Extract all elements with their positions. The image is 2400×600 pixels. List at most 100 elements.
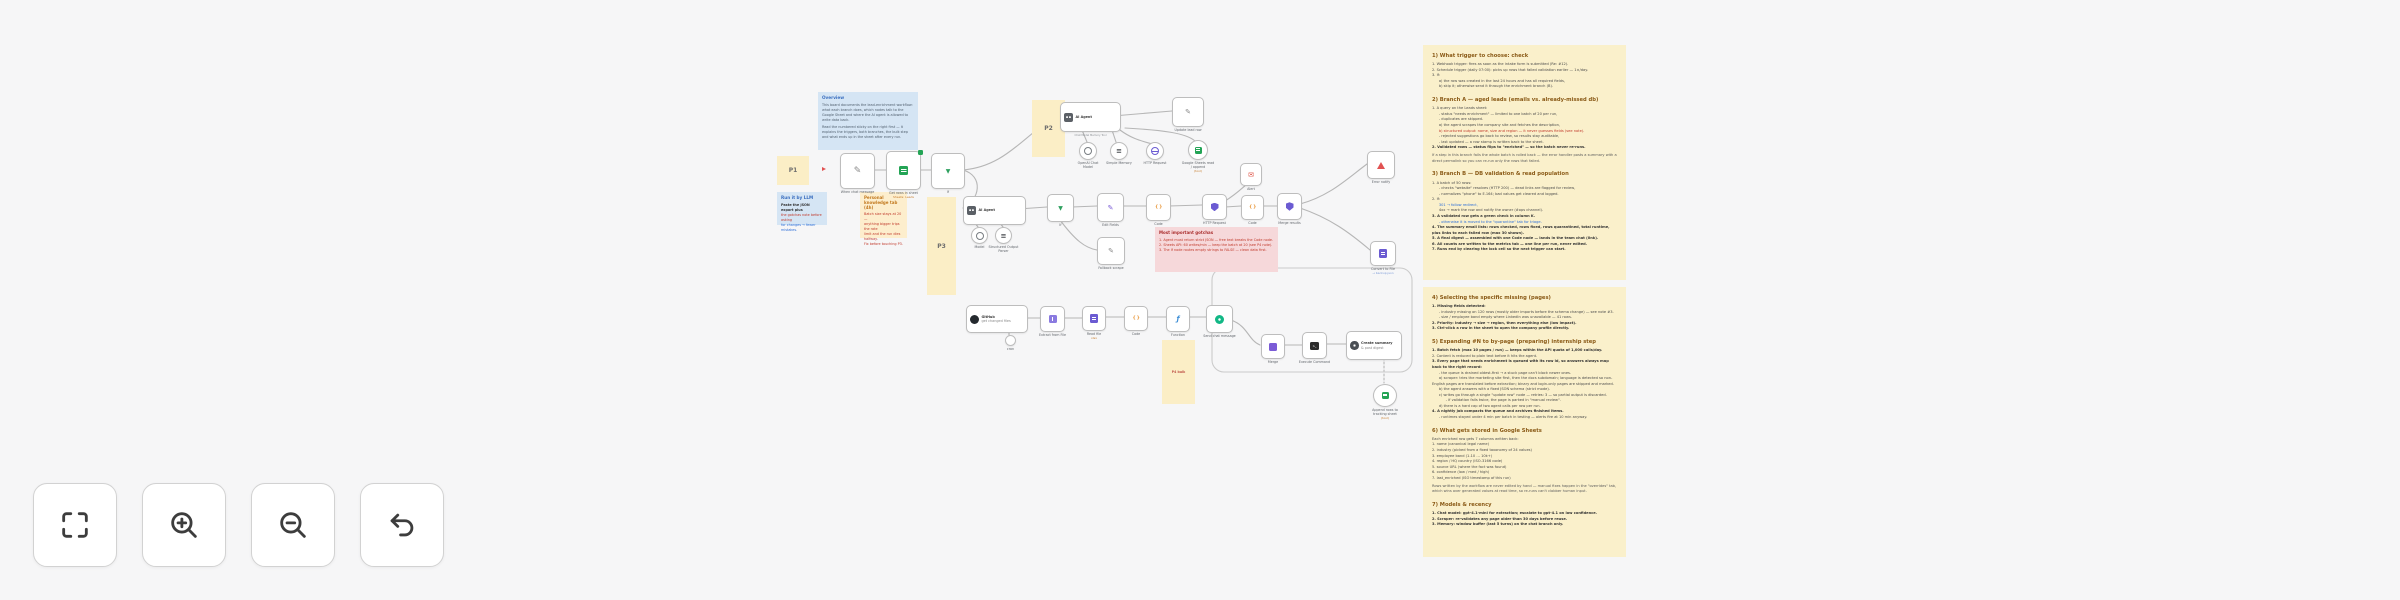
node-edit-fields[interactable]: ✎ Edit Fields xyxy=(1097,193,1124,227)
node-fallback[interactable]: ✎ Fallback scrape xyxy=(1097,237,1125,270)
note-line: 2. Sheets API: 60 writes/min — keep the … xyxy=(1159,242,1273,247)
doc-note-bottom[interactable]: 4) Selecting the specific missing (pages… xyxy=(1423,287,1626,557)
canvas-toolbar xyxy=(33,483,444,567)
node-post-digest[interactable]: Create summary& post digest xyxy=(1346,331,1402,360)
note-line: - normalizes "phone" to E.164; bad value… xyxy=(1432,191,1559,196)
node-if-2[interactable]: ▼ If xyxy=(1047,194,1074,227)
node-agent-p2[interactable]: AI Agent Chat Model Memory Tool xyxy=(1060,102,1121,137)
doc-note-top[interactable]: 1) What trigger to choose: check 1. Webh… xyxy=(1423,45,1626,280)
node-send-chat[interactable]: Send chat message xyxy=(1203,305,1236,338)
node-if-1[interactable]: ▼ If xyxy=(931,153,965,194)
sticky-p3-label: P3 xyxy=(937,242,946,250)
node-model[interactable]: Model xyxy=(971,227,988,249)
doc-section-lines: 1. Batch fetch (max 10 pages / run) — ke… xyxy=(1432,348,1617,420)
fit-view-button[interactable] xyxy=(33,483,117,567)
sticky-p1[interactable]: P1 xyxy=(777,156,809,185)
doc-section-lines: 1. Chat model: gpt-4.1-mini for extracti… xyxy=(1432,511,1617,528)
note-line: 3. A validated row gets a green check in… xyxy=(1432,214,1536,219)
doc-section-heading: 3) Branch B — DB validation & read popul… xyxy=(1432,171,1569,178)
note-line: - industry missing on 120 rows (mostly o… xyxy=(1432,309,1614,314)
node-merge[interactable]: Merge xyxy=(1261,334,1285,364)
node-label: Function xyxy=(1170,333,1186,337)
note-line: 2. Validated rows — status flips to "enr… xyxy=(1432,145,1586,150)
overview-note[interactable]: Overview This board documents the lead-e… xyxy=(818,92,918,150)
node-sublabel: (tool) xyxy=(1380,415,1390,420)
note-line: 301 → follow redirect, xyxy=(1432,202,1478,207)
node-label: Simple Memory xyxy=(1106,161,1132,165)
node-function[interactable]: ƒ Function xyxy=(1166,306,1190,337)
note-line: 3. Ctrl-click a row in the sheet to open… xyxy=(1432,326,1570,331)
node-agent-p3[interactable]: AI Agent xyxy=(963,196,1026,225)
node-chat-trigger[interactable]: ✎ When chat message xyxy=(840,153,875,194)
note-line: 1. Agent must return strict JSON — free … xyxy=(1159,237,1274,242)
start-marker-icon xyxy=(822,167,826,171)
node-label: Merge xyxy=(1267,360,1279,364)
node-label: HTTP Request xyxy=(1143,161,1167,165)
note-line: 2. Content is reduced to plain text befo… xyxy=(1432,353,1538,358)
node-label: Fallback scrape xyxy=(1098,266,1124,270)
node-chat-model[interactable]: OpenAI Chat Model xyxy=(1078,142,1098,169)
file-icon xyxy=(1090,314,1098,323)
openai-icon xyxy=(975,231,984,240)
zoom-out-icon xyxy=(280,512,306,538)
knowledge-note[interactable]: Personal knowledge tab (4h) Batch size s… xyxy=(860,192,907,246)
node-sheets-tool[interactable]: Google Sheets read / append(tool) xyxy=(1182,140,1214,173)
node-label: Google Sheets read / append xyxy=(1181,161,1215,169)
note-line: a) scraper: tries the marketing site fir… xyxy=(1432,376,1614,386)
node-extract[interactable]: Extract from File xyxy=(1039,306,1066,337)
http-icon xyxy=(1285,202,1294,211)
sheets-icon xyxy=(899,166,908,175)
node-http-2[interactable]: Merge results xyxy=(1277,193,1302,225)
note-line: 7. last_enriched (ISO timestamp of this … xyxy=(1432,475,1511,480)
messenger-icon xyxy=(1350,341,1359,350)
agent-ports-label: Chat Model Memory Tool xyxy=(1074,133,1107,137)
doc-section-lines: 1. Webhook trigger: fires as soon as the… xyxy=(1432,62,1617,90)
node-output-parser[interactable]: ≡ Structured Output Parser xyxy=(989,227,1018,253)
note-line: - status "needs enrichment" — limited to… xyxy=(1432,111,1558,116)
llm-note[interactable]: Run it by LLM Paste the JSON export plus… xyxy=(777,192,827,232)
node-http-tool[interactable]: HTTP Request xyxy=(1144,142,1166,165)
node-sublabel: xlsx xyxy=(1091,335,1097,340)
sticky-p4-label: P4 bulk xyxy=(1171,370,1186,374)
node-cron[interactable]: cron xyxy=(1005,335,1016,351)
code-icon: { } xyxy=(1132,316,1140,321)
node-update-row[interactable]: ✎ Update lead row xyxy=(1172,97,1204,132)
node-alert[interactable]: ✉ Alert xyxy=(1240,163,1262,191)
node-code-2[interactable]: { } Code xyxy=(1241,195,1264,225)
note-line: 4. region / HQ country (ISO-3166 code) xyxy=(1432,459,1503,464)
node-code-1[interactable]: { } Code xyxy=(1146,194,1171,226)
node-title: AI Agent xyxy=(978,208,995,213)
sticky-p2-label: P2 xyxy=(1044,125,1053,132)
node-label: Code xyxy=(1154,222,1163,226)
node-http-1[interactable]: HTTP Request xyxy=(1202,194,1227,225)
node-label: If xyxy=(1059,223,1062,227)
sticky-p2[interactable]: P2 xyxy=(1032,100,1065,157)
undo-button[interactable] xyxy=(360,483,444,567)
node-code-3[interactable]: { } Code xyxy=(1124,306,1148,336)
zoom-out-button[interactable] xyxy=(251,483,335,567)
note-line: b) skip it; otherwise send it through th… xyxy=(1432,84,1554,89)
node-error-notify[interactable]: Error notify xyxy=(1367,151,1395,184)
http-icon xyxy=(1151,147,1159,155)
node-append-sheet-tool[interactable]: Append rows to tracking sheet(tool) xyxy=(1372,384,1398,420)
file-icon xyxy=(1379,249,1387,258)
sticky-p3[interactable]: P3 xyxy=(927,197,956,295)
doc-section-heading: 5) Expanding #N to by-page (preparing) i… xyxy=(1432,339,1597,346)
note-line: 1. A query on the Leads sheet: xyxy=(1432,106,1488,111)
node-label: HTTP Request xyxy=(1203,221,1226,225)
node-exec-command[interactable]: >_ Execute Command xyxy=(1299,332,1330,364)
note-line: Fix before touching P3. xyxy=(864,242,903,247)
fit-view-icon xyxy=(62,512,88,538)
note-line: a) the agent scrapes the company site an… xyxy=(1432,122,1561,127)
zoom-in-button[interactable] xyxy=(142,483,226,567)
node-convert-file[interactable]: Convert to File→ backup.json xyxy=(1370,241,1396,275)
node-memory[interactable]: ≡ Simple Memory xyxy=(1106,142,1132,165)
node-title: AI Agent xyxy=(1075,114,1092,119)
gotchas-note[interactable]: Most important gotchas 1. Agent must ret… xyxy=(1155,227,1278,272)
sticky-p4[interactable]: P4 bulk xyxy=(1162,340,1195,404)
